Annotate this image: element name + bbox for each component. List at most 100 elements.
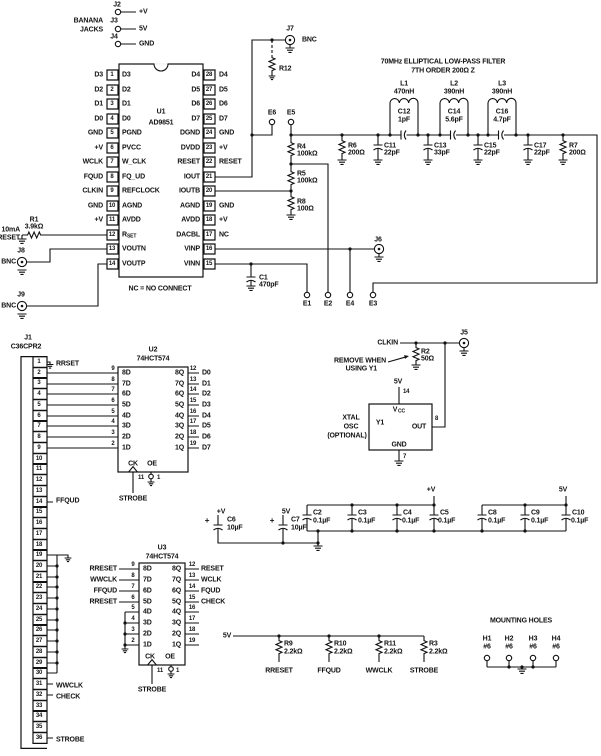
- label-u1-rn26: 26: [205, 101, 213, 107]
- label-clkin-net: CLKIN: [377, 339, 398, 347]
- label-u1-re22: RESET: [219, 158, 242, 166]
- label-u3-le4: RRESET: [89, 598, 118, 606]
- label-u3-ln5: 5: [131, 605, 135, 611]
- y1-body: [368, 403, 433, 451]
- label-j8-ref: J8: [17, 247, 25, 255]
- label-u1-li3: D1: [122, 100, 131, 108]
- bypass-wires: [217, 496, 567, 546]
- label-y1-osc: OSC: [343, 423, 359, 431]
- label-flt-t1: 70MHz ELLIPTICAL LOW-PASS FILTER: [380, 58, 506, 66]
- label-u1-pn14: 14: [108, 261, 116, 267]
- label-y1-5v: 5V: [393, 378, 403, 386]
- label-u1-re18: +V: [219, 216, 228, 224]
- label-u1-pn12: 12: [108, 232, 116, 238]
- label-u1-ri26: D6: [191, 100, 200, 108]
- label-u1-rn23: 23: [205, 145, 213, 151]
- mounting-hole-wires: [486, 660, 557, 669]
- label-j7-type: BNC: [302, 36, 317, 44]
- label-u1-rn17: 17: [205, 232, 213, 238]
- label-c7-plus: +: [269, 516, 275, 525]
- label-r8-val: 100Ω: [297, 205, 314, 213]
- label-c7-val: 10µF: [291, 524, 307, 532]
- label-j1-part: C36CPR2: [10, 343, 42, 351]
- label-u1-ri15: VINN: [183, 260, 200, 268]
- label-u2-ri8: 1Q: [174, 444, 184, 452]
- label-y1-xtal: XTAL: [342, 414, 360, 422]
- label-j1-n25: 25: [35, 617, 43, 623]
- label-y1-ref: Y1: [375, 419, 385, 427]
- label-j1-n33: 33: [35, 703, 43, 709]
- label-u1-ri21: IOUT: [183, 173, 200, 181]
- label-j9-type: BNC: [1, 302, 16, 310]
- label-j1-n8: 8: [37, 434, 41, 440]
- label-u1-li5: PGND: [122, 129, 142, 137]
- label-j1-rrset: RRSET: [56, 360, 79, 368]
- label-r6-ref: R6: [348, 142, 357, 150]
- label-j1-ref: J1: [24, 334, 32, 342]
- label-j1-n31: 31: [35, 681, 43, 687]
- label-j1-check: CHECK: [56, 693, 81, 701]
- label-j1-n32: 32: [35, 692, 43, 698]
- label-c10-ref: C10: [572, 509, 585, 517]
- label-r1-ref: R1: [29, 216, 39, 224]
- label-u1-ri28: D4: [191, 71, 200, 79]
- label-c5-ref: C5: [440, 509, 449, 517]
- label-j5-ref: J5: [460, 329, 468, 337]
- label-u3-rn19: 19: [188, 638, 196, 644]
- label-u2-rn16: 16: [189, 409, 197, 415]
- label-l2-ref: L2: [450, 80, 458, 88]
- label-j1-n26: 26: [35, 627, 43, 633]
- label-c2-val: 0.1µF: [313, 517, 331, 525]
- label-u2-re8: D7: [202, 444, 211, 452]
- label-y1-note2: USING Y1: [345, 365, 378, 373]
- label-e1: E1: [302, 300, 312, 308]
- label-u1-le1: D3: [94, 71, 103, 79]
- label-c4-val: 0.1µF: [402, 517, 420, 525]
- label-u2-rn18: 18: [189, 430, 197, 436]
- label-u1-le5: GND: [87, 129, 103, 137]
- label-c9-val: 0.1µF: [531, 517, 549, 525]
- label-u1-pn9: 9: [110, 188, 114, 194]
- label-u1-le3: D1: [94, 100, 103, 108]
- label-u1-re28: D4: [219, 71, 228, 79]
- label-u1-rn25: 25: [205, 116, 213, 122]
- label-c13-ref: C13: [434, 142, 447, 150]
- label-j1-n20: 20: [35, 563, 43, 569]
- label-u3-ck: CK: [145, 653, 155, 661]
- label-u3-rn16: 16: [188, 605, 196, 611]
- label-u3-re4: CHECK: [201, 598, 226, 606]
- label-j6-ref: J6: [374, 236, 382, 244]
- label-byp-5v2: 5V: [558, 486, 568, 494]
- label-u1-le4: D0: [94, 115, 103, 123]
- label-c5-val: 0.1µF: [438, 517, 456, 525]
- label-u2-ck: CK: [128, 460, 138, 468]
- label-r3-val: 2.2kΩ: [429, 648, 448, 656]
- label-y1-p8: 8: [435, 416, 439, 422]
- label-j7-ref: J7: [286, 25, 294, 33]
- label-u3-le1: RRESET: [89, 565, 118, 573]
- label-y1-out: OUT: [411, 423, 427, 431]
- label-u2-p11: 11: [138, 475, 145, 481]
- label-j1-n18: 18: [35, 542, 43, 548]
- label-u1-li6: PVCC: [122, 144, 141, 152]
- label-u1-re26: D6: [219, 100, 228, 108]
- u3-oe-bubble-icon: [168, 666, 174, 672]
- label-u2-rn19: 19: [189, 441, 197, 447]
- label-u3-ln8: 8: [131, 573, 135, 579]
- j1-pin-boxes: [32, 356, 48, 744]
- label-r5-ref: R5: [297, 170, 306, 178]
- label-j1-n15: 15: [35, 509, 43, 515]
- label-u3-ri4: 5Q: [171, 598, 181, 606]
- label-u2-part: 74HCT574: [136, 355, 170, 363]
- label-c13-val: 33pF: [434, 149, 450, 157]
- label-l1-ref: L1: [400, 80, 408, 88]
- label-e2: E2: [323, 300, 333, 308]
- label-u2-ref: U2: [148, 346, 158, 354]
- label-u3-ri8: 1Q: [171, 641, 181, 649]
- label-u2-strobe: STROBE: [118, 495, 148, 503]
- label-pu-5v: 5V: [222, 632, 232, 640]
- label-mh-s3: #6: [529, 643, 537, 651]
- label-u3-ri6: 3Q: [171, 619, 181, 627]
- j9-bnc-icon: [16, 300, 28, 312]
- label-u3-ln4: 4: [131, 616, 135, 622]
